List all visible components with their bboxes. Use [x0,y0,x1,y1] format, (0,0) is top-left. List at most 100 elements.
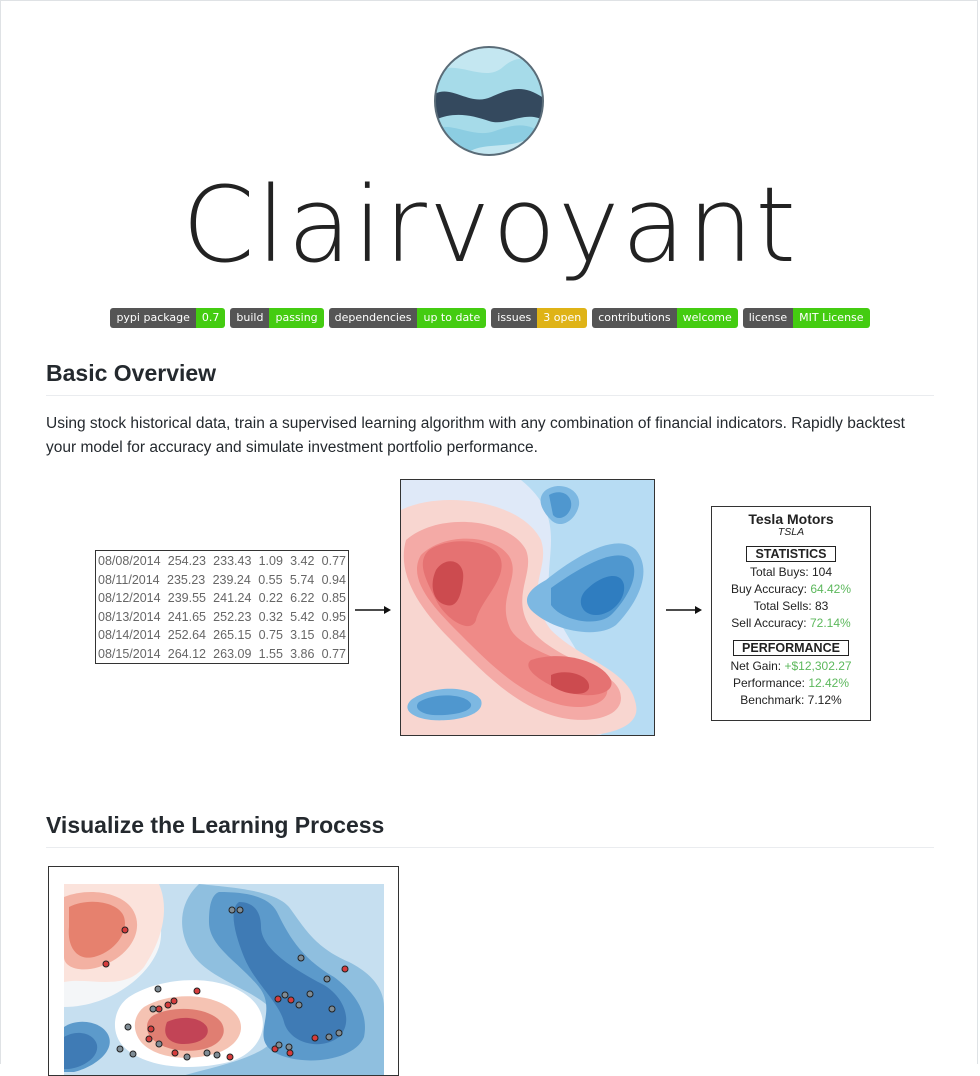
stat-label: Performance: [732,676,805,690]
stat-label: Benchmark: [740,693,805,707]
stat-line: Sell Accuracy: 72.14% [712,615,870,632]
stat-line: Total Sells: 83 [712,598,870,615]
table-cell: 5.74 [289,572,315,587]
stat-label: Sell Accuracy: [731,616,807,630]
table-cell: 08/08/2014 [98,554,161,568]
table-cell: 0.84 [321,628,346,642]
arrow-right-icon [666,606,702,614]
stat-line: Performance: 12.42% [712,675,870,692]
table-cell: 0.55 [258,572,283,587]
stat-value: 83 [815,599,829,613]
badge-value: welcome [676,308,738,328]
badge-label: build [230,308,270,328]
company-name: Tesla Motors [748,511,834,527]
table-row: 08/11/2014 235.23 239.24 0.55 5.74 0.94 [98,571,346,590]
performance-summary-card: Tesla Motors TSLA STATISTICS Total Buys:… [711,506,871,721]
table-cell: 233.43 [213,554,252,568]
table-cell: 08/11/2014 [98,572,160,587]
table-cell: 252.64 [167,628,206,642]
badge-label: pypi package [110,308,196,328]
project-title: Clairvoyant [181,164,799,286]
ticker-symbol: TSLA [777,526,805,538]
overview-text: Using stock historical data, train a sup… [46,415,905,456]
learning-process-image [48,866,399,1076]
logo-icon [433,45,545,157]
table-row: 08/15/2014 264.12 263.09 1.55 3.86 0.77 [98,645,346,664]
table-cell: 0.22 [258,591,283,605]
stat-label: Total Sells: [753,599,812,613]
badge-label: issues [491,308,538,328]
stat-label: Total Buys: [749,565,809,579]
table-cell: 08/15/2014 [98,646,161,661]
table-cell: 08/12/2014 [98,591,161,605]
badge-label: dependencies [328,308,418,328]
table-row: 08/14/2014 252.64 265.15 0.75 3.15 0.84 [98,626,346,645]
table-cell: 1.09 [258,554,283,568]
table-row: 08/13/2014 241.65 252.23 0.32 5.42 0.95 [98,608,346,627]
overview-heading: Basic Overview [46,360,934,396]
table-cell: 1.55 [258,646,283,661]
badge-label: license [742,308,794,328]
stat-line: Total Buys: 104 [712,564,870,581]
stat-value: 104 [812,565,833,579]
table-cell: 235.23 [167,572,206,587]
badge-label: contributions [592,308,677,328]
stat-value: 64.42% [810,582,852,596]
stat-value: 7.12% [807,693,842,707]
table-row: 08/12/2014 239.55 241.24 0.22 6.22 0.85 [98,589,346,608]
table-cell: 08/13/2014 [98,609,161,624]
stat-value: +$12,302.27 [784,659,852,673]
table-cell: 08/14/2014 [98,628,161,642]
table-cell: 241.24 [213,591,252,605]
decision-surface-image [400,479,655,736]
table-cell: 5.42 [290,609,315,624]
table-cell: 0.77 [321,554,346,568]
table-cell: 3.86 [290,646,315,661]
badge-value: MIT License [793,308,870,328]
table-cell: 239.55 [167,591,206,605]
stat-line: Buy Accuracy: 64.42% [712,581,870,598]
visualize-heading: Visualize the Learning Process [46,812,934,848]
badge-value: up to date [417,308,487,328]
table-cell: 265.15 [213,628,252,642]
table-cell: 0.94 [321,572,346,587]
table-cell: 3.15 [290,628,315,642]
table-cell: 6.22 [290,591,315,605]
stat-label: Net Gain: [730,659,782,673]
table-cell: 263.09 [213,646,252,661]
stat-value: 72.14% [810,616,851,630]
table-cell: 241.65 [167,609,206,624]
badge-value: 0.7 [195,308,226,328]
performance-label: PERFORMANCE [733,640,849,656]
table-cell: 0.95 [321,609,346,624]
badge-value: 3 open [537,308,588,328]
table-cell: 0.32 [258,609,283,624]
table-cell: 0.77 [321,646,346,661]
stat-label: Buy Accuracy: [730,582,807,596]
table-cell: 254.23 [167,554,206,568]
historical-data-table: 08/08/2014 254.23 233.43 1.09 3.42 0.77 08/11/… [95,550,349,664]
statistics-label: STATISTICS [746,546,836,562]
table-cell: 0.85 [321,591,346,605]
stat-line: Benchmark: 7.12% [712,692,870,709]
table-cell: 3.42 [290,554,315,568]
stat-value: 12.42% [808,676,850,690]
table-cell: 0.75 [258,628,283,642]
table-cell: 239.24 [212,572,251,587]
table-cell: 252.23 [213,609,252,624]
stat-line: Net Gain: +$12,302.27 [712,658,870,675]
arrow-right-icon [355,606,391,614]
table-row: 08/08/2014 254.23 233.43 1.09 3.42 0.77 [98,552,346,571]
badge-value: passing [269,308,324,328]
table-cell: 264.12 [167,646,206,661]
